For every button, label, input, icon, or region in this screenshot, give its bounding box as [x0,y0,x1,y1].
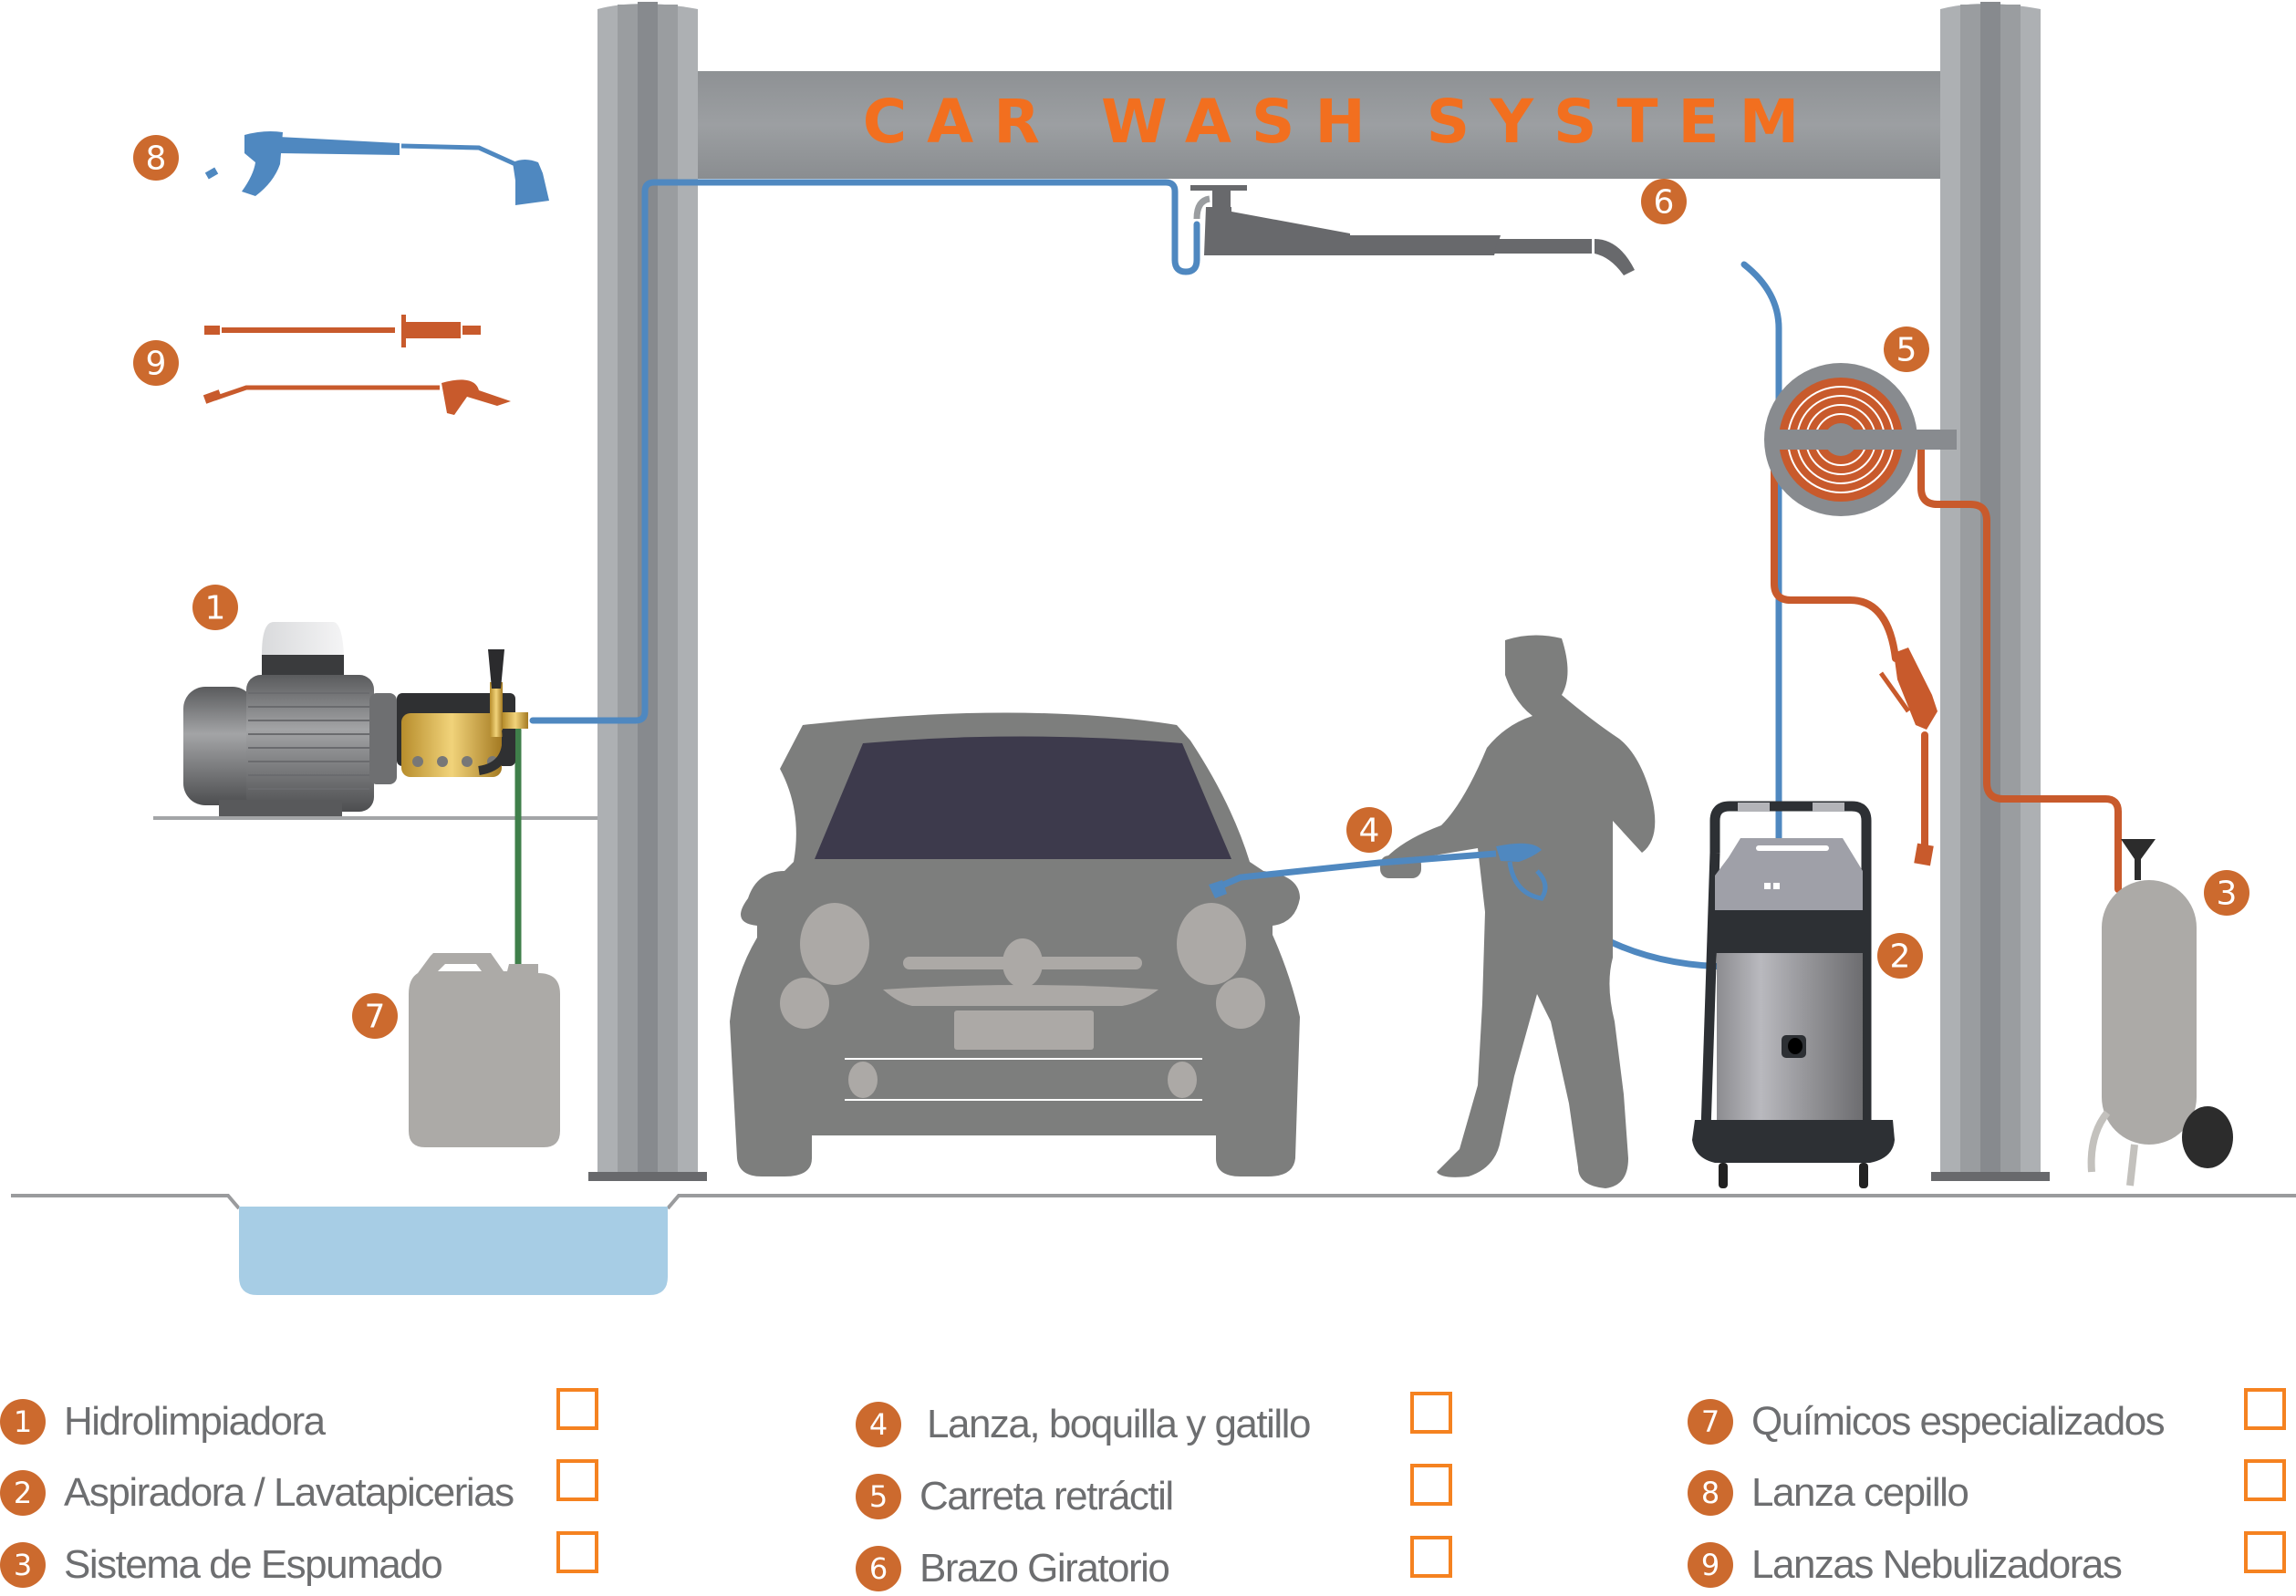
mist-lances [203,315,511,415]
svg-text:4: 4 [1359,813,1380,850]
foam-hose-reel [1771,443,1899,662]
number-badge: 5 [856,1474,901,1519]
foam-tank [2087,839,2233,1187]
svg-text:2: 2 [1890,938,1911,976]
drain-water [239,1207,668,1295]
number-badge: 2 [0,1470,46,1516]
legend-item-5[interactable]: 5 Carreta retráctil [856,1469,1174,1524]
callout-2: 2 [1877,933,1923,979]
legend-label: Lanzas Nebulizadoras [1751,1542,2123,1587]
callout-6: 6 [1641,179,1687,224]
svg-text:8: 8 [146,140,167,178]
windshield [815,736,1231,859]
checkbox-lanzas-nebulizadoras[interactable] [2244,1531,2286,1573]
swing-boom [1190,185,1635,275]
number-badge: 9 [1688,1542,1733,1588]
foam-gun [1878,648,1938,866]
svg-text:6: 6 [1654,184,1675,222]
number-badge: 4 [856,1402,901,1447]
spray-lance [1209,843,1548,901]
callout-8: 8 [133,135,179,181]
foam-hose-tank [1917,443,2122,893]
checkbox-aspiradora[interactable] [556,1459,598,1501]
legend-label: Químicos especializados [1751,1399,2166,1444]
ground [11,1194,2296,1295]
checkbox-quimicos[interactable] [2244,1388,2286,1430]
svg-text:9: 9 [146,346,167,383]
legend-item-2[interactable]: 2 Aspiradora / Lavatapicerias [0,1466,514,1520]
svg-text:7: 7 [365,999,386,1036]
chemical-canister [409,953,560,1147]
callout-1: 1 [192,585,238,630]
checkbox-carreta[interactable] [1410,1464,1452,1506]
checkbox-espumado[interactable] [556,1531,598,1573]
legend-label: Aspiradora / Lavatapicerias [64,1470,514,1515]
callout-5: 5 [1884,326,1929,372]
legend-item-7[interactable]: 7 Químicos especializados [1688,1394,2166,1449]
hose-reel [1764,363,1957,516]
legend-item-1[interactable]: 1 Hidrolimpiadora [0,1394,326,1449]
callout-4: 4 [1346,807,1392,853]
vacuum-cleaner [1692,801,1895,1188]
legend-label: Lanza cepillo [1751,1470,1969,1515]
checkbox-brazo[interactable] [1410,1536,1452,1578]
page-title: CAR WASH SYSTEM [863,87,1820,157]
pressure-washer [183,622,528,816]
shelf [153,816,597,820]
callout-7: 7 [352,993,398,1039]
checkbox-lanza-boquilla[interactable] [1410,1392,1452,1434]
hoses [514,179,2122,970]
number-badge: 6 [856,1546,901,1591]
legend-item-4[interactable]: 4 Lanza, boquilla y gatillo [856,1397,1311,1452]
callout-9: 9 [133,340,179,386]
water-hose-main [529,179,1200,724]
number-badge: 8 [1688,1470,1733,1516]
right-pillar [1931,2,2050,1181]
legend-item-8[interactable]: 8 Lanza cepillo [1688,1466,1969,1520]
legend-label: Hidrolimpiadora [64,1399,326,1444]
svg-text:1: 1 [205,590,226,627]
callout-3: 3 [2204,870,2249,916]
legend-label: Sistema de Espumado [64,1542,443,1587]
number-badge: 3 [0,1542,46,1588]
svg-text:3: 3 [2217,876,2238,913]
svg-text:5: 5 [1896,332,1917,369]
checkbox-lanza-cepillo[interactable] [2244,1459,2286,1501]
checkbox-hidrolimpiadora[interactable] [556,1388,598,1430]
legend-label: Carreta retráctil [919,1474,1174,1518]
person-silhouette [1380,635,1656,1188]
legend-item-9[interactable]: 9 Lanzas Nebulizadoras [1688,1538,2123,1592]
number-badge: 7 [1688,1399,1733,1445]
legend-item-6[interactable]: 6 Brazo Giratorio [856,1541,1170,1596]
number-badge: 1 [0,1399,46,1445]
legend-label: Lanza, boquilla y gatillo [927,1402,1311,1446]
legend-item-3[interactable]: 3 Sistema de Espumado [0,1538,443,1592]
title-beam: CAR WASH SYSTEM [698,71,1940,179]
legend-label: Brazo Giratorio [919,1546,1170,1591]
car [730,712,1300,1176]
brush-lance [204,131,549,205]
legend: 1 Hidrolimpiadora 2 Aspiradora / Lavatap… [0,1377,2296,1591]
